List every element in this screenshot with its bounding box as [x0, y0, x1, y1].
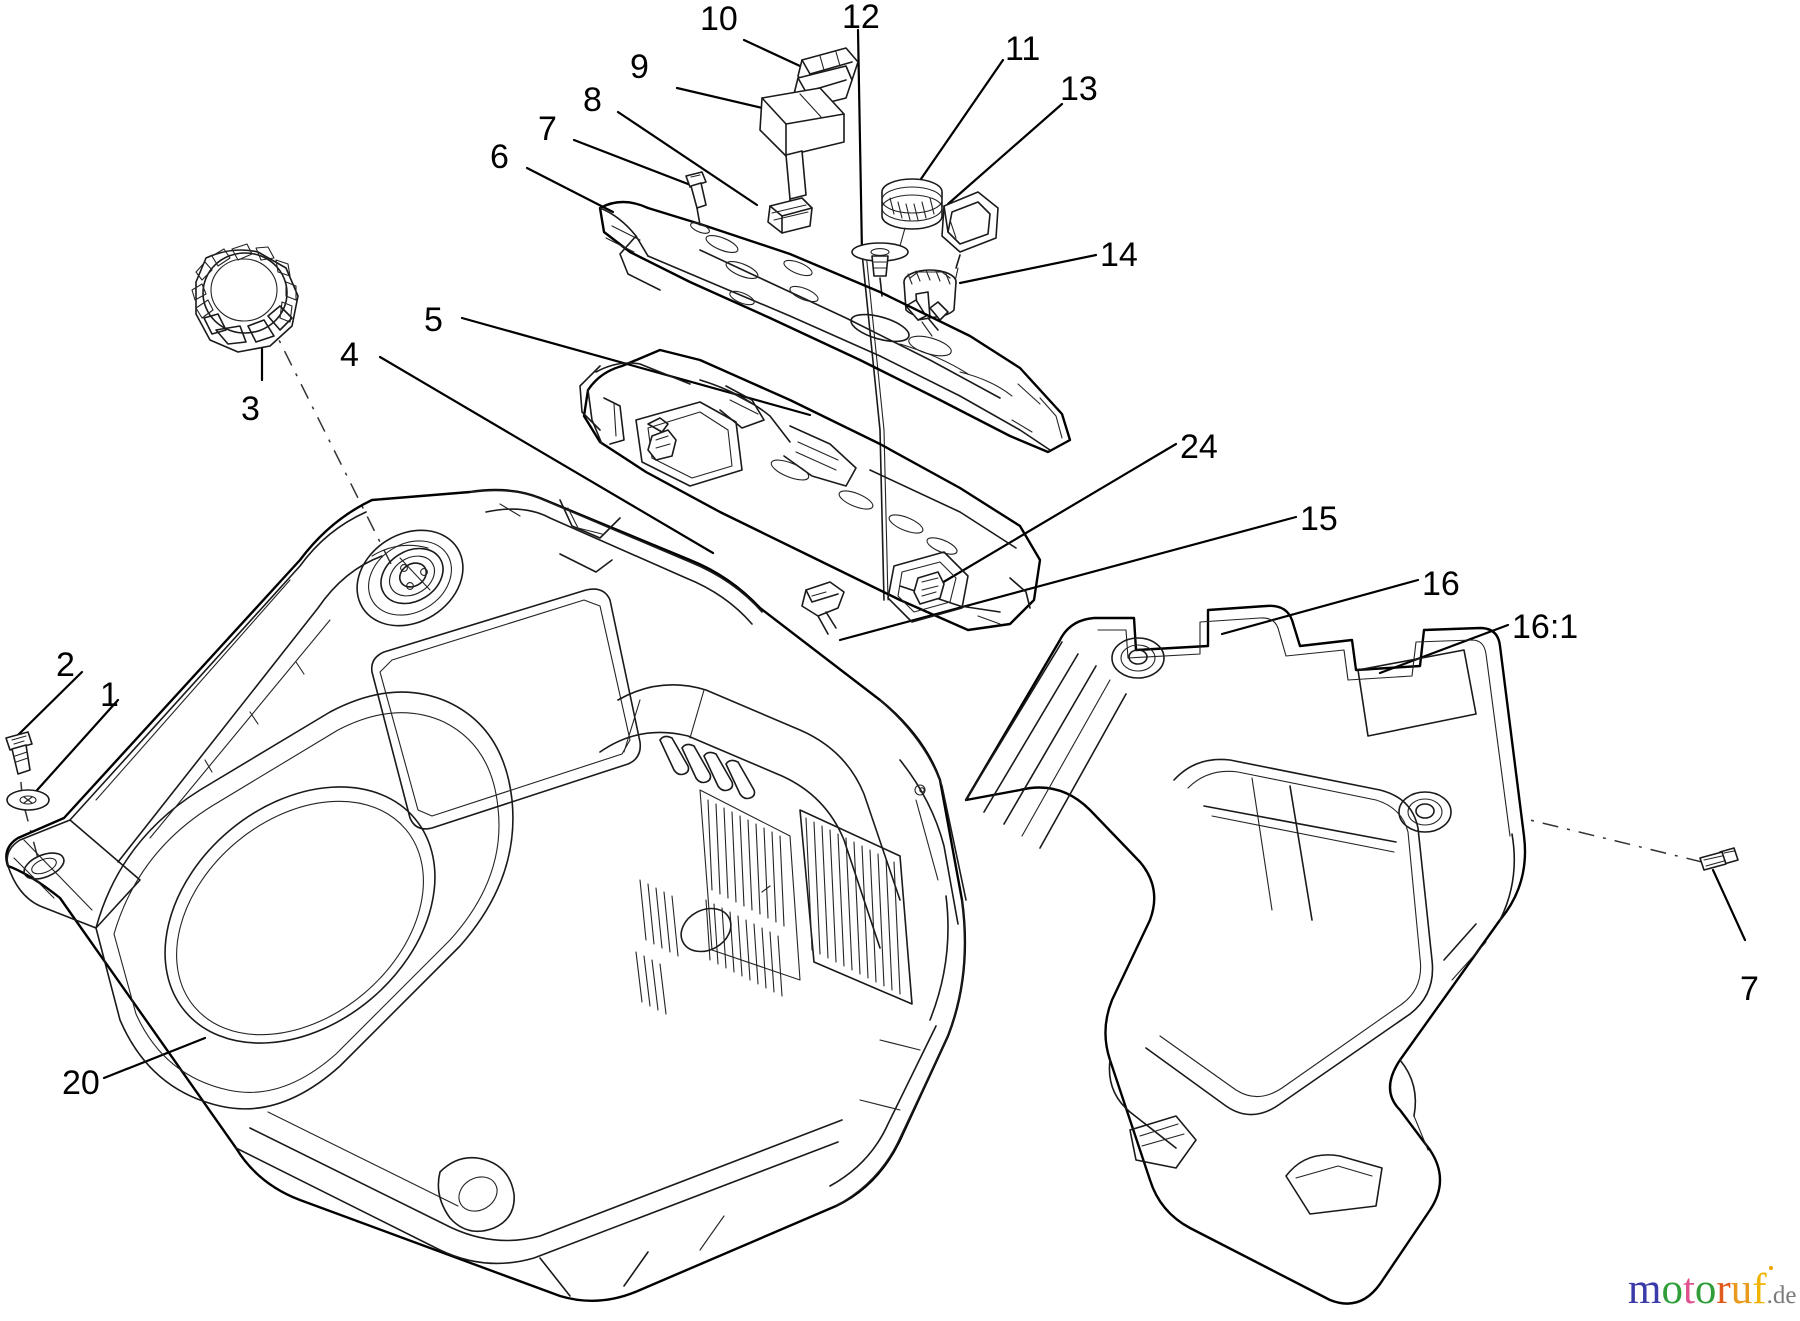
part-3-fuel-cap-knob	[191, 243, 299, 353]
watermark-letter-f: f	[1752, 1266, 1767, 1313]
callout-3: 3	[241, 390, 260, 428]
callout-2: 2	[56, 646, 75, 684]
part-15-switch-plate	[887, 551, 969, 623]
shroud-vent-grille-right	[799, 809, 913, 1005]
part-6-upper-panel	[598, 200, 1072, 454]
callout-6: 6	[490, 138, 509, 176]
callout-20: 20	[62, 1064, 100, 1102]
callout-4: 4	[340, 336, 359, 374]
watermark-letter-o2: o	[1694, 1266, 1717, 1313]
watermark-dot-accent	[1768, 1266, 1773, 1270]
callout-16-1: 16:1	[1512, 608, 1579, 646]
part-11-grommet	[881, 178, 943, 254]
part-16-side-cover	[964, 604, 1527, 1305]
site-watermark: motoruf.de	[1628, 1266, 1797, 1313]
callout-5: 5	[424, 301, 443, 339]
watermark-letter-o1: o	[1661, 1266, 1683, 1313]
shroud-vent-grille-left	[699, 789, 801, 997]
callout-12: 12	[842, 0, 880, 36]
watermark-letter-t: t	[1682, 1266, 1695, 1313]
part-1-washer	[6, 789, 50, 811]
callout-8: 8	[583, 81, 602, 119]
callout-9: 9	[630, 48, 649, 86]
callout-14: 14	[1100, 236, 1138, 274]
watermark-letter-u: u	[1730, 1266, 1753, 1313]
callout-15: 15	[1300, 500, 1338, 538]
part-12-rod	[861, 252, 889, 601]
callout-16: 16	[1422, 565, 1460, 603]
callout-7-top: 7	[538, 110, 557, 148]
part-14-switch	[903, 269, 957, 337]
part-13-square-grommet	[941, 191, 999, 287]
part-7-screw-bottom	[1699, 847, 1739, 871]
watermark-tld: .de	[1766, 1282, 1797, 1309]
callout-1: 1	[100, 676, 119, 714]
part-24-bracket	[801, 581, 845, 635]
watermark-letter-m: m	[1628, 1266, 1662, 1313]
shroud-vent-grille-lower	[635, 879, 732, 1015]
part-7-washer-top	[851, 242, 909, 297]
part-20-main-shroud	[5, 488, 967, 1302]
callout-11: 11	[1005, 30, 1041, 68]
callout-7-bottom: 7	[1740, 970, 1759, 1008]
shroud-small-louvres	[659, 735, 771, 893]
part-4-5-lower-panel	[579, 348, 1042, 635]
callout-24: 24	[1180, 428, 1218, 466]
part-8-screw	[685, 171, 707, 226]
callout-10: 10	[700, 0, 738, 38]
watermark-letter-f-wrap: f	[1752, 1266, 1773, 1313]
callout-13: 13	[1060, 70, 1098, 108]
part-2-screw	[5, 731, 33, 775]
part-16-1-decal	[1357, 649, 1477, 737]
part-9-knob	[759, 87, 845, 234]
watermark-letter-r: r	[1716, 1266, 1731, 1313]
shroud-fuel-boss	[356, 529, 464, 627]
